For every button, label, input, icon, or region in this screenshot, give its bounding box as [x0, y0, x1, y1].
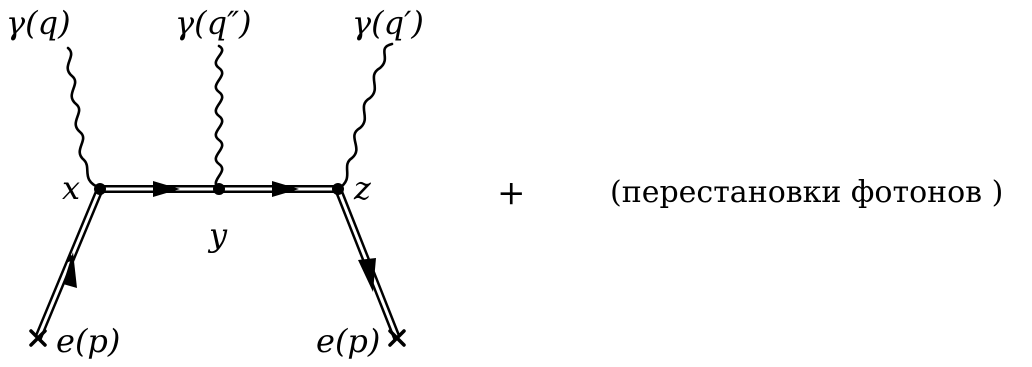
photon-label-right: γ(q′)	[352, 4, 424, 42]
photon-line-right	[336, 42, 394, 191]
arrow-incoming	[63, 252, 77, 288]
photon-line-middle	[214, 44, 224, 191]
photon-label-middle: γ(q″)	[175, 4, 252, 42]
cross-incoming-icon	[29, 329, 47, 347]
cross-outgoing-icon	[388, 329, 406, 347]
vertex-label-z: z	[353, 169, 372, 207]
vertex-x	[94, 183, 106, 195]
arrow-y-z	[272, 181, 299, 197]
permutations-text: (перестановки фотонов )	[610, 175, 1003, 210]
plus-sign: +	[497, 173, 526, 213]
photon-label-left: γ(q)	[6, 4, 71, 42]
vertex-label-x: x	[62, 169, 80, 207]
fermion-line-incoming	[34, 187, 104, 340]
vertex-y	[213, 183, 225, 195]
vertex-label-y: y	[207, 216, 228, 254]
electron-label-in: e(p)	[56, 322, 120, 360]
electron-label-out: e(p)	[316, 322, 380, 360]
arrow-x-y	[153, 181, 180, 197]
arrow-outgoing	[358, 258, 376, 292]
photon-line-left	[66, 46, 102, 190]
vertex-z	[332, 183, 344, 195]
